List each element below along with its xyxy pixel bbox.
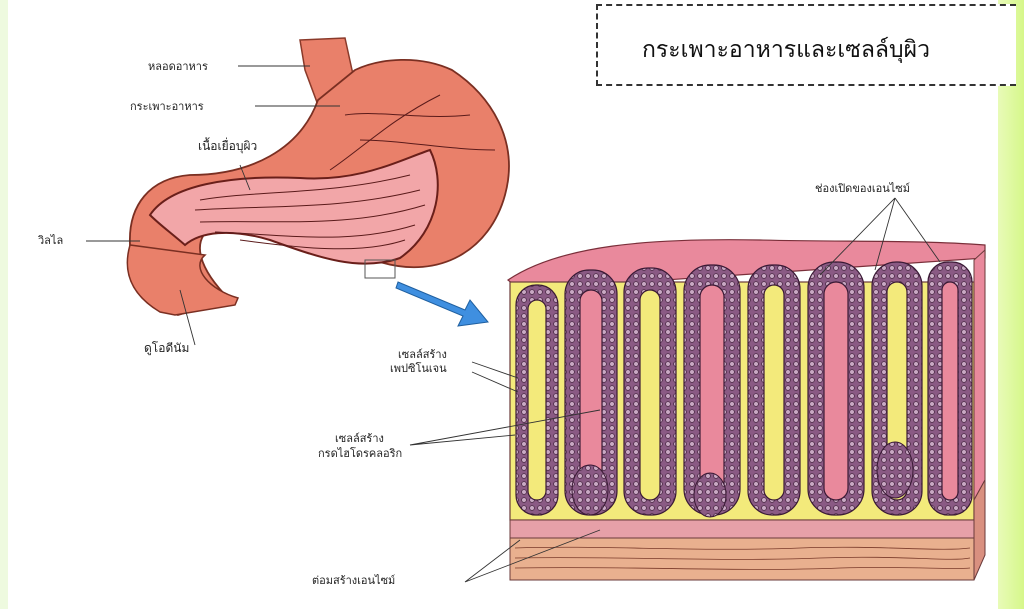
label-acid-cells-1: เซลล์สร้าง <box>335 432 384 445</box>
label-pepsinogen-cells-2: เพปซิโนเจน <box>390 362 447 375</box>
tissue-block <box>508 240 985 580</box>
zoom-arrow <box>396 282 488 326</box>
label-pepsinogen-cells-1: เซลล์สร้าง <box>398 348 447 361</box>
label-villi: วิลไล <box>38 234 63 247</box>
title-box: กระเพาะอาหารและเซลล์บุผิว <box>596 4 1016 86</box>
label-enzyme-openings: ช่องเปิดของเอนไซม์ <box>815 182 910 195</box>
label-acid-cells-2: กรดไฮโดรคลอริก <box>318 447 402 460</box>
label-epithelium: เนื้อเยื่อบุผิว <box>198 140 257 153</box>
label-stomach: กระเพาะอาหาร <box>130 100 204 113</box>
diagram-title: กระเพาะอาหารและเซลล์บุผิว <box>642 32 930 68</box>
stomach-illustration <box>127 38 509 315</box>
label-duodenum: ดูโอดีนัม <box>144 342 189 355</box>
label-esophagus: หลอดอาหาร <box>148 60 208 73</box>
label-enzyme-glands: ต่อมสร้างเอนไซม์ <box>312 574 395 587</box>
